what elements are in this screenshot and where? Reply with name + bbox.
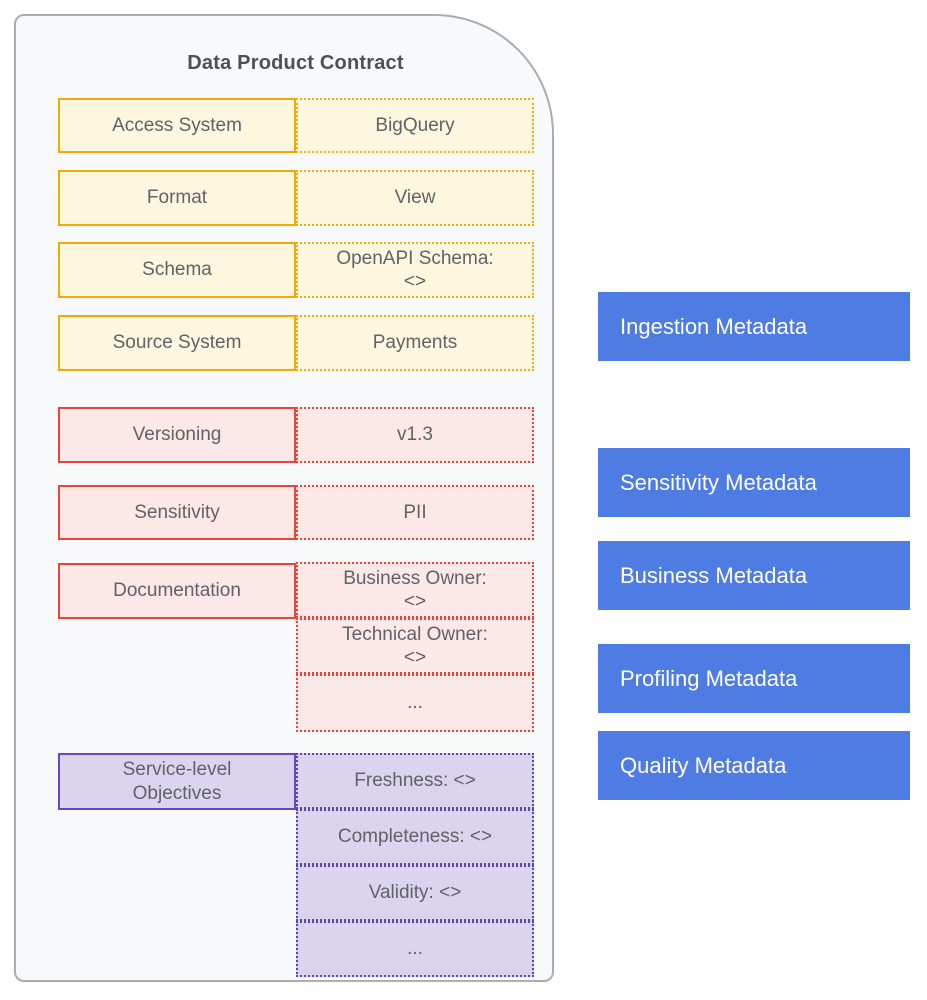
row-versioning-value: v1.3 (296, 407, 534, 463)
row-documentation-label: Documentation (58, 563, 296, 619)
legend-item-ingestion-metadata: Ingestion Metadata (598, 292, 910, 361)
legend-item-business-metadata: Business Metadata (598, 541, 910, 610)
row-slo-value-validity: Validity: <> (296, 865, 534, 921)
legend-item-quality-metadata: Quality Metadata (598, 731, 910, 800)
row-schema-value: OpenAPI Schema: <> (296, 242, 534, 298)
data-product-contract-panel: Data Product Contract Access System BigQ… (14, 14, 554, 982)
row-documentation-value-ellipsis: ... (296, 674, 534, 732)
row-source-system-label: Source System (58, 315, 296, 371)
row-sensitivity-label: Sensitivity (58, 485, 296, 540)
row-format-value: View (296, 170, 534, 226)
row-slo-value-freshness: Freshness: <> (296, 753, 534, 809)
row-schema-label: Schema (58, 242, 296, 298)
row-documentation-value-business-owner: Business Owner: <> (296, 562, 534, 618)
row-versioning-label: Versioning (58, 407, 296, 463)
row-format-label: Format (58, 170, 296, 226)
row-slo-value-ellipsis: ... (296, 921, 534, 977)
legend-item-sensitivity-metadata: Sensitivity Metadata (598, 448, 910, 517)
row-documentation-value-technical-owner: Technical Owner: <> (296, 618, 534, 674)
row-slo-label: Service-level Objectives (58, 753, 296, 810)
row-access-system-label: Access System (58, 98, 296, 153)
row-slo-value-completeness: Completeness: <> (296, 809, 534, 865)
panel-title: Data Product Contract (187, 52, 404, 74)
legend-item-profiling-metadata: Profiling Metadata (598, 644, 910, 713)
row-sensitivity-value: PII (296, 485, 534, 540)
row-source-system-value: Payments (296, 315, 534, 371)
row-access-system-value: BigQuery (296, 98, 534, 153)
